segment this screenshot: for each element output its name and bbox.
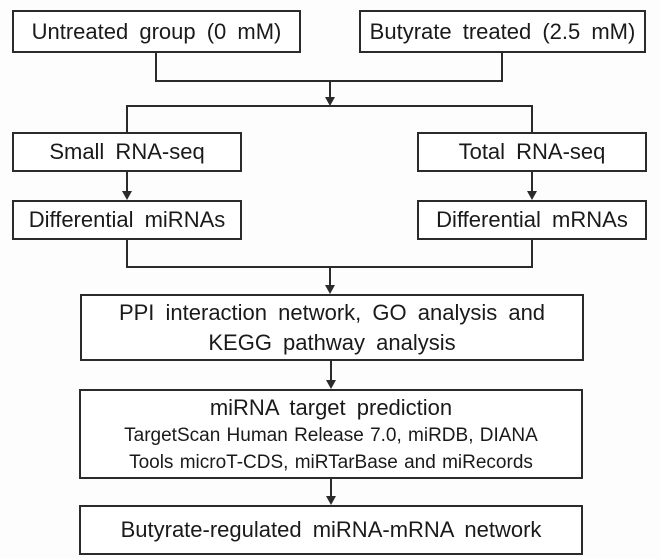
node-ppi-go-kegg-analysis: PPI interaction network, GO analysis and… bbox=[80, 294, 584, 361]
node-diff-mirna-label: Differential miRNAs bbox=[28, 207, 226, 232]
node-untreated-label: Untreated group (0 mM) bbox=[31, 18, 282, 44]
arrowhead-merge-to-ppi bbox=[325, 285, 335, 294]
connector-differentials-merge bbox=[126, 240, 533, 268]
node-untreated-group: Untreated group (0 mM) bbox=[12, 10, 301, 53]
node-ppi-line1: PPI interaction network, GO analysis and bbox=[118, 299, 546, 325]
connector-groups-merge bbox=[155, 53, 503, 82]
arrowhead-totalrna-to-mrna bbox=[527, 191, 537, 200]
node-butyrate-treated: Butyrate treated (2.5 mM) bbox=[359, 10, 646, 53]
arrowhead-ppi-to-target bbox=[326, 380, 336, 389]
node-target-title: miRNA target prediction bbox=[209, 394, 453, 420]
node-target-databases-line2: Tools microT-CDS, miRTarBase and miRecor… bbox=[129, 451, 533, 473]
arrowhead-merge-to-split bbox=[325, 97, 335, 106]
node-small-rna-seq: Small RNA-seq bbox=[12, 132, 242, 172]
arrowhead-target-to-network bbox=[326, 496, 336, 505]
node-butyrate-label: Butyrate treated (2.5 mM) bbox=[369, 18, 636, 44]
node-target-databases-line1: TargetScan Human Release 7.0, miRDB, DIA… bbox=[124, 424, 538, 446]
node-network-label: Butyrate-regulated miRNA-mRNA network bbox=[120, 517, 542, 542]
node-differential-mirnas: Differential miRNAs bbox=[12, 200, 242, 240]
node-mirna-target-prediction: miRNA target prediction TargetScan Human… bbox=[79, 389, 583, 479]
node-total-rna-label: Total RNA-seq bbox=[458, 139, 606, 164]
node-total-rna-seq: Total RNA-seq bbox=[417, 132, 647, 172]
node-ppi-line2: KEGG pathway analysis bbox=[208, 329, 456, 355]
node-butyrate-regulated-network: Butyrate-regulated miRNA-mRNA network bbox=[79, 505, 583, 555]
node-differential-mrnas: Differential mRNAs bbox=[417, 200, 647, 240]
node-small-rna-label: Small RNA-seq bbox=[49, 139, 205, 164]
node-diff-mrna-label: Differential mRNAs bbox=[436, 207, 628, 232]
arrowhead-smallrna-to-mirna bbox=[122, 191, 132, 200]
connector-split-bracket bbox=[126, 105, 533, 132]
